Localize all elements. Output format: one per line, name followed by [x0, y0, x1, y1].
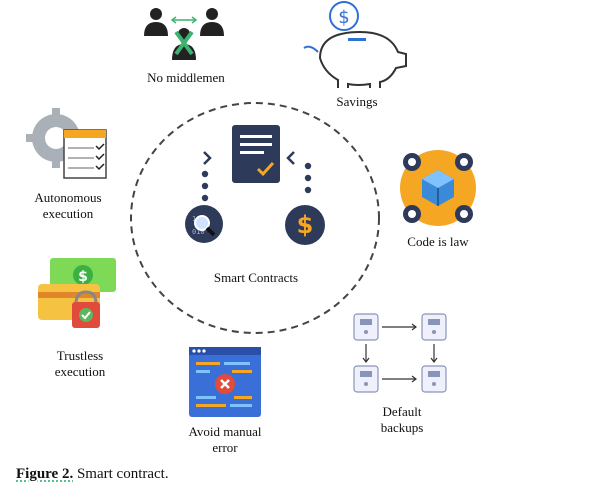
trustless-label-line1: Trustless [56, 348, 104, 363]
dollar-coin-icon: $ [285, 205, 325, 245]
svg-text:$: $ [338, 7, 349, 28]
svg-text:$: $ [297, 211, 314, 239]
magnify-data-icon: 101 010 [185, 205, 223, 243]
figure-number: Figure 2. [16, 466, 74, 482]
svg-text:$: $ [78, 269, 88, 285]
autonomous-label-line2: execution [42, 206, 94, 221]
gear-document-icon [26, 108, 107, 179]
default-label-line1: Default [382, 404, 422, 419]
figure-caption: Figure 2. Smart contract. [16, 466, 169, 483]
autonomous-label-line1: Autonomous [34, 190, 102, 205]
code-is-law-label: Code is law [407, 234, 469, 249]
server-backup-network-icon [353, 313, 447, 393]
center-label: Smart Contracts [213, 270, 299, 285]
trustless-label-line2: execution [54, 364, 106, 379]
figure-caption-text: Smart contract. [76, 466, 169, 482]
money-lock-icon: $ [38, 258, 116, 328]
default-label-line2: backups [380, 420, 424, 435]
document-check-icon [232, 125, 280, 183]
cube-gears-icon [400, 150, 476, 226]
trustless-label: Trustless execution [30, 348, 130, 380]
savings-label: Savings [336, 94, 378, 109]
flow-connectors [201, 151, 312, 202]
avoid-manual-error-label: Avoid manual error [170, 424, 280, 456]
code-window-error-icon [189, 347, 261, 417]
people-no-middleman-icon [144, 8, 224, 60]
default-backups-label: Default backups [352, 404, 452, 436]
svg-text:010: 010 [192, 228, 205, 236]
avoid-label-line2: error [212, 440, 238, 455]
center-dashed-circle [130, 102, 380, 334]
avoid-label-line1: Avoid manual [188, 424, 262, 439]
piggy-bank-icon: $ [303, 1, 407, 88]
no-middlemen-label: No middlemen [147, 70, 225, 85]
autonomous-label: Autonomous execution [18, 190, 118, 222]
